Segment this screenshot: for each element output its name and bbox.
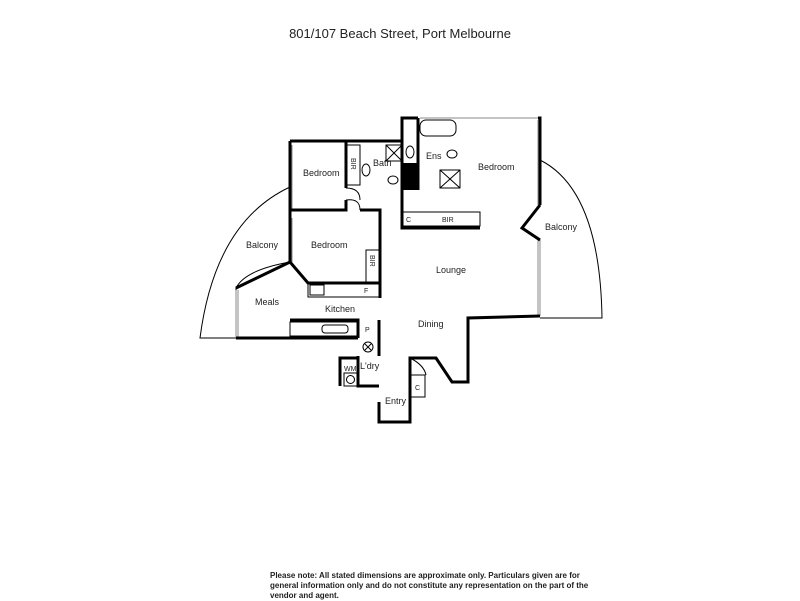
room-label-dining: Dining <box>418 319 444 329</box>
room-label-ensuite: Ens <box>426 151 442 161</box>
room-label-balcony-left: Balcony <box>246 240 279 250</box>
room-label-washing-machine: WM <box>344 366 357 373</box>
room-label-bedroom-middle: Bedroom <box>311 240 348 250</box>
windows <box>235 117 541 338</box>
room-label-lounge: Lounge <box>436 265 466 275</box>
room-label-entry: Entry <box>385 396 407 406</box>
balcony-right-outline <box>539 159 603 319</box>
room-label-bedroom-master: Bedroom <box>478 162 515 172</box>
room-label-kitchen: Kitchen <box>325 304 355 314</box>
room-label-bir-left: BIR <box>349 158 356 170</box>
room-label-bath: Bath <box>373 158 392 168</box>
disclaimer-note: Please note: All stated dimensions are a… <box>270 571 589 600</box>
room-label-laundry: L'dry <box>360 361 380 371</box>
room-label-fridge: F <box>364 288 368 295</box>
room-label-pantry: P <box>365 327 370 334</box>
room-label-cupboard-entry: C <box>415 385 420 392</box>
room-label-cupboard-master: C <box>406 217 411 224</box>
room-label-bir-master: BIR <box>442 217 454 224</box>
room-label-meals: Meals <box>255 297 280 307</box>
room-label-balcony-right: Balcony <box>545 222 578 232</box>
room-label-bedroom-left: Bedroom <box>303 168 340 178</box>
balcony-left-outline <box>199 186 291 339</box>
plan-title: 801/107 Beach Street, Port Melbourne <box>289 26 511 41</box>
fixtures <box>289 119 481 398</box>
room-label-bir-middle: BIR <box>368 255 375 267</box>
outer-wall <box>235 116 542 424</box>
